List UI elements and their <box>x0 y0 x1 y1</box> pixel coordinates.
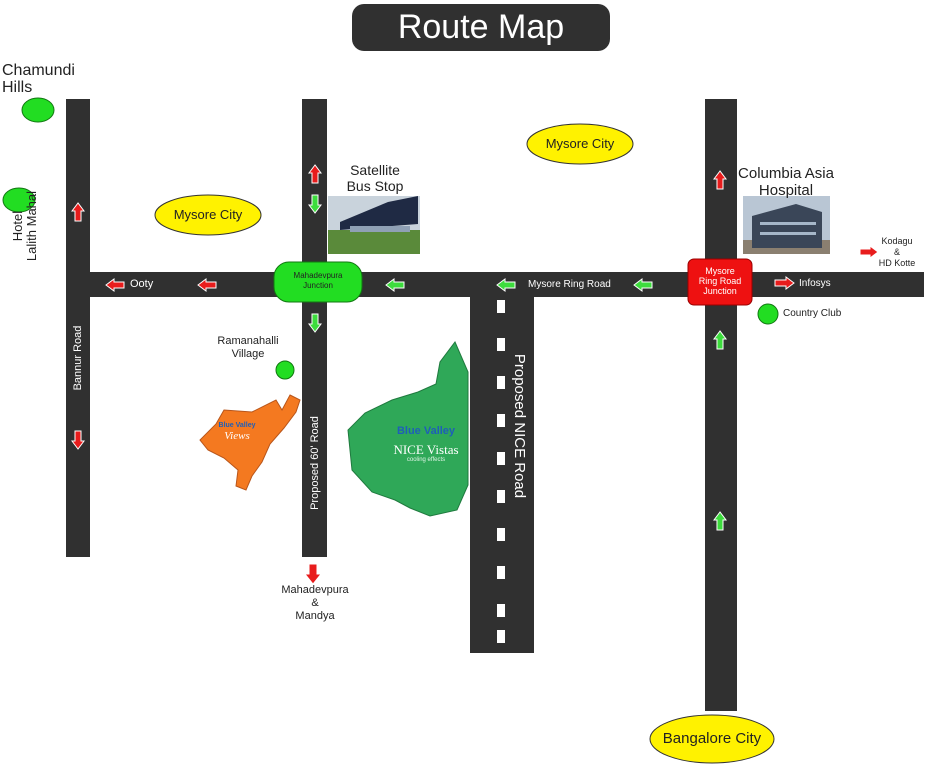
arrow-down-icon <box>308 313 322 333</box>
ring-road-junction <box>687 258 753 306</box>
ooty-label: Ooty <box>130 278 154 290</box>
arrow-up-icon <box>713 170 727 190</box>
ramanahalli-line1: Ramanahalli <box>217 335 279 347</box>
mahadevpura-junction-line1: Mahadevpura <box>293 271 343 280</box>
arrow-left-icon <box>496 278 516 292</box>
arrow-left-icon <box>385 278 405 292</box>
arrow-left-icon <box>197 278 217 292</box>
hotel-lalith-mahal-label: Hotel Lalith Mahal <box>10 181 39 271</box>
kodagu-line3: HD Kotte <box>878 258 916 268</box>
ring-junction-line3: Junction <box>703 286 737 296</box>
kodagu-label: Kodagu & HD Kotte <box>868 236 926 269</box>
direction-arrows <box>71 164 879 585</box>
mandya-line3: Mandya <box>295 610 335 622</box>
arrow-up-icon <box>713 511 727 531</box>
arrow-left-icon <box>105 278 125 292</box>
ring-road-junction-label: Mysore Ring Road Junction <box>688 266 752 296</box>
satellite-bus-stop-image <box>328 196 420 254</box>
bannur-road-label: Bannur Road <box>72 325 84 391</box>
country-club-marker <box>757 303 779 325</box>
columbia-asia-hospital-label: Columbia Asia Hospital <box>734 165 838 199</box>
nice-vistas-label: Blue Valley NICE Vistas cooling effects <box>384 425 468 464</box>
infosys-label: Infosys <box>799 278 831 289</box>
blue-valley-views-label: Blue Valley Views <box>214 422 260 442</box>
nice-vistas-brand: Blue Valley <box>396 425 456 437</box>
bannur-road <box>66 99 90 557</box>
mandya-line1: Mahadevpura <box>281 584 349 596</box>
ring-junction-line1: Mysore <box>705 266 735 276</box>
ramanahalli-village-label: Ramanahalli Village <box>208 335 288 361</box>
kodagu-line2: & <box>893 247 900 257</box>
satellite-line1: Satellite <box>350 162 400 178</box>
satellite-line2: Bus Stop <box>346 178 404 194</box>
mysore-city-left-zone <box>154 194 262 236</box>
blue-valley-views-plot <box>199 394 301 491</box>
ramanahalli-village-marker <box>275 360 295 380</box>
proposed-nice-road-label: Proposed NICE Road <box>511 353 528 499</box>
arrow-left-icon <box>633 278 653 292</box>
country-club-label: Country Club <box>783 308 842 319</box>
nice-vistas-tagline: cooling effects <box>406 457 446 463</box>
kodagu-line1: Kodagu <box>881 236 913 246</box>
arrow-right-icon <box>774 276 795 290</box>
bangalore-road <box>705 99 737 711</box>
views-name: Views <box>224 430 250 442</box>
ring-junction-line2: Ring Road <box>698 276 742 286</box>
arrow-down-icon <box>71 430 85 450</box>
bangalore-city-label: Bangalore City <box>662 730 762 747</box>
nice-vistas-name: NICE Vistas <box>393 442 459 457</box>
proposed-nice-road <box>470 297 534 653</box>
arrow-down-icon <box>303 563 323 585</box>
nice-road-dashes <box>497 300 505 643</box>
ramanahalli-line2: Village <box>231 348 265 360</box>
arrow-up-icon <box>308 164 322 184</box>
mysore-city-top-label: Mysore City <box>545 136 615 151</box>
columbia-asia-hospital-image <box>743 196 830 254</box>
views-brand: Blue Valley <box>218 422 256 429</box>
proposed-60-road-label: Proposed 60' Road <box>309 416 321 510</box>
chamundi-hills-marker <box>21 97 55 123</box>
arrow-right-icon <box>859 245 879 259</box>
mahadevpura-junction <box>273 261 363 303</box>
columbia-line2: Hospital <box>758 182 814 199</box>
mandya-line2: & <box>311 597 319 609</box>
hotel-line2: Lalith Mahal <box>24 190 39 262</box>
chamundi-line2: Hills <box>2 79 33 96</box>
nice-vistas-plot <box>347 341 469 517</box>
arrow-down-icon <box>308 194 322 214</box>
columbia-line1: Columbia Asia <box>738 165 834 182</box>
mysore-ring-road-label: Mysore Ring Road <box>528 279 611 290</box>
mysore-city-top-zone <box>526 123 634 165</box>
arrow-up-icon <box>71 202 85 222</box>
satellite-bus-stop-label: Satellite Bus Stop <box>330 162 420 194</box>
mysore-city-left-label: Mysore City <box>173 207 243 222</box>
mahadevpura-junction-line2: Junction <box>303 281 333 290</box>
mahadevpura-junction-label: Mahadevpura Junction <box>274 271 362 291</box>
mahadevpura-mandya-label: Mahadevpura & Mandya <box>268 584 362 623</box>
chamundi-hills-label: Chamundi Hills <box>2 62 75 96</box>
bangalore-city-zone <box>649 714 775 764</box>
page-title: Route Map <box>352 4 610 51</box>
arrow-up-icon <box>713 330 727 350</box>
hotel-line1: Hotel <box>10 210 25 242</box>
hotel-lalith-mahal-marker <box>2 187 36 213</box>
chamundi-line1: Chamundi <box>2 62 75 79</box>
